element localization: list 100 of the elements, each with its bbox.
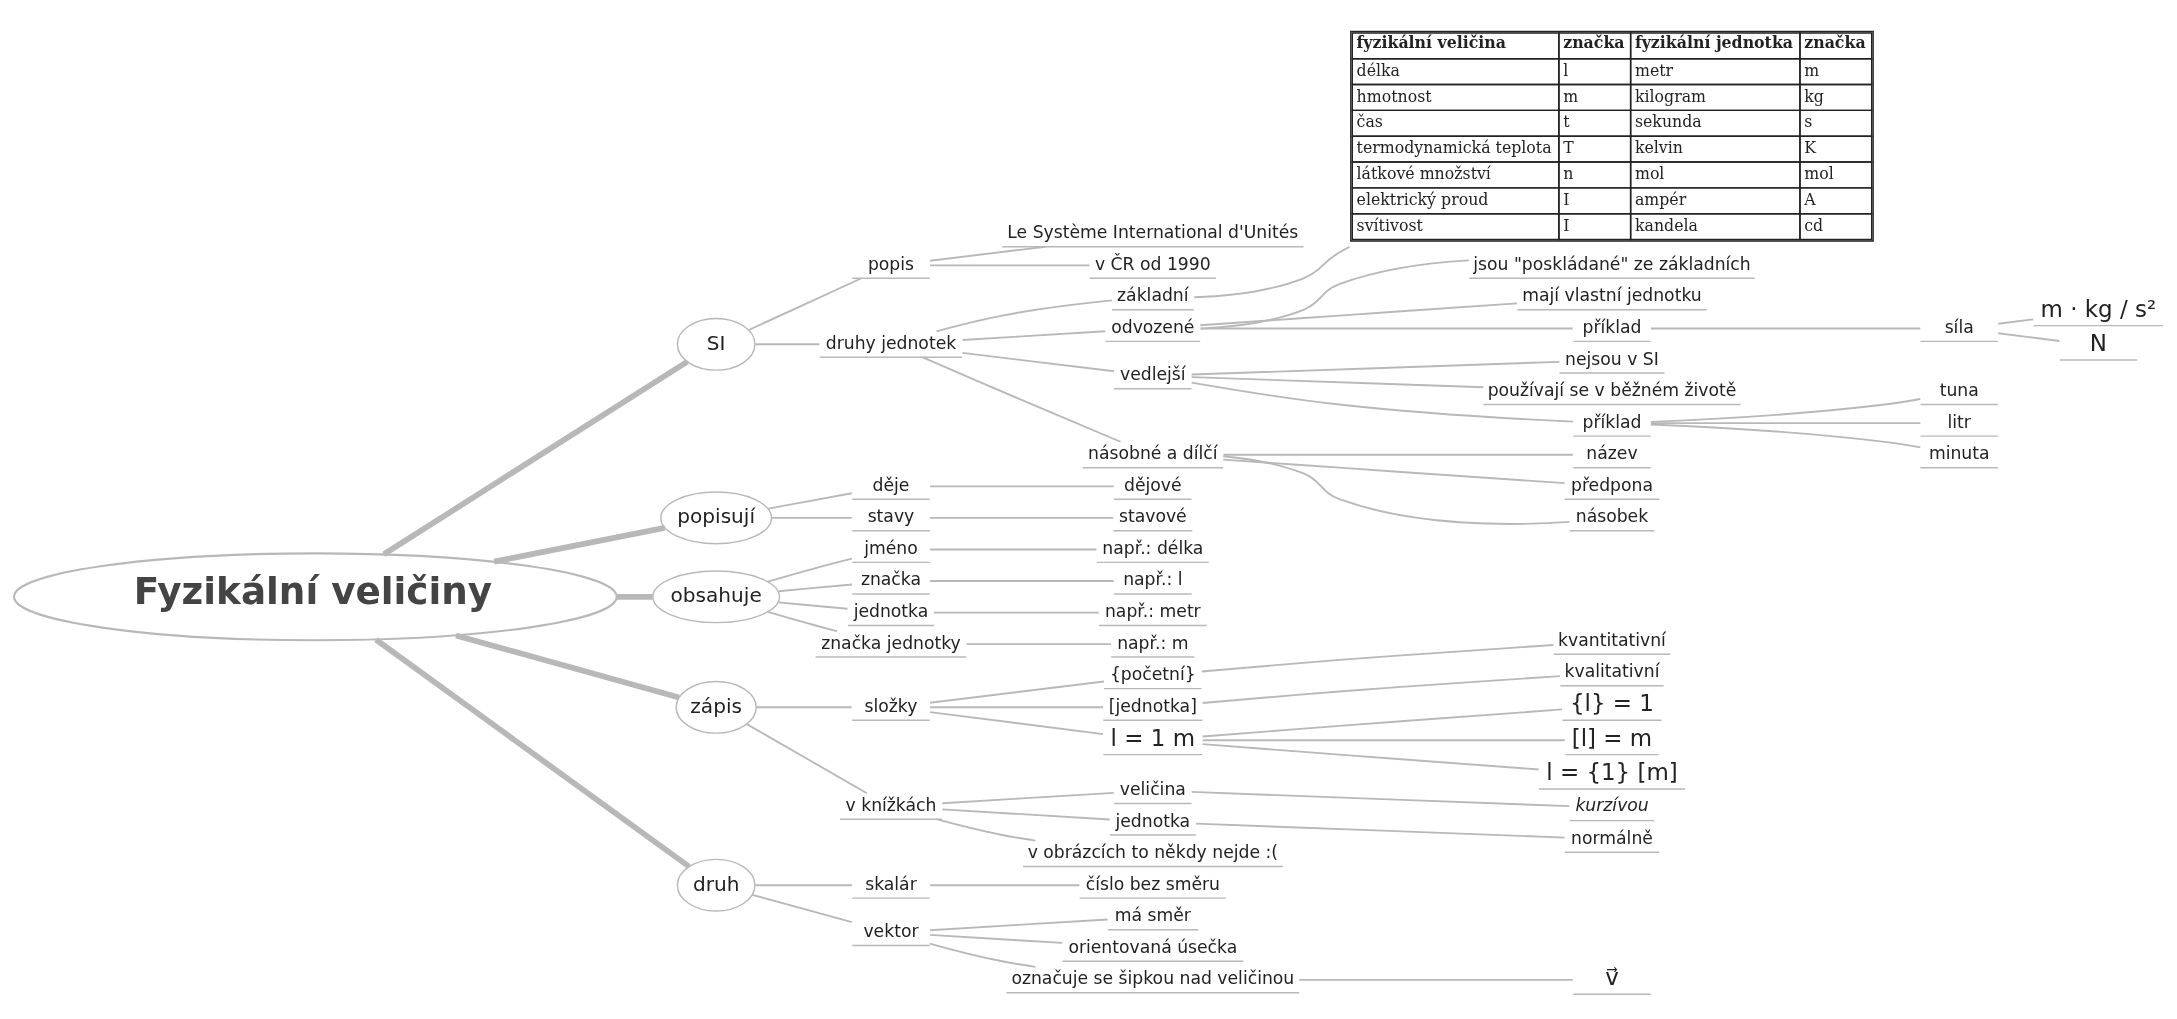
node-text: m · kg / s² xyxy=(2040,295,2157,322)
node-text: l = 1 m xyxy=(1110,724,1196,751)
node-text: veličina xyxy=(1119,778,1186,799)
connector xyxy=(1650,327,1922,329)
connector xyxy=(766,557,853,583)
connector xyxy=(751,893,853,923)
node-ellipse: popisují xyxy=(660,490,773,544)
connector xyxy=(755,705,853,708)
connector xyxy=(1190,381,1575,423)
node-text: kurzívou xyxy=(1575,794,1649,815)
connector xyxy=(929,579,1115,582)
connector xyxy=(941,791,1115,804)
connector xyxy=(382,358,689,557)
connector xyxy=(1222,454,1571,525)
node-text: síla xyxy=(1944,316,1974,337)
connector xyxy=(1650,421,1922,424)
connector xyxy=(1222,453,1574,456)
connector xyxy=(1201,742,1540,770)
node-text: tuna xyxy=(1939,379,1979,400)
connector xyxy=(1199,301,1518,326)
node-text: např.: m xyxy=(1117,632,1189,653)
connector xyxy=(929,245,1047,262)
connector xyxy=(929,516,1115,519)
node-ellipse: zápis xyxy=(675,680,757,734)
connector xyxy=(1201,707,1563,737)
node-text: kvantitativní xyxy=(1558,629,1666,650)
connector xyxy=(929,710,1105,735)
node-text: jednotka xyxy=(1115,810,1191,831)
connector xyxy=(1649,423,1922,448)
connector xyxy=(1298,978,1574,981)
node-text: násobek xyxy=(1575,505,1649,526)
connector xyxy=(929,680,1105,704)
node-text: litr xyxy=(1947,411,1971,432)
connector xyxy=(929,883,1081,886)
connector xyxy=(374,636,691,869)
connector xyxy=(929,263,1091,266)
connector xyxy=(1997,317,2035,325)
connector xyxy=(616,593,653,600)
node-text: druhy jednotek xyxy=(825,332,957,353)
connector xyxy=(1201,674,1561,704)
connector xyxy=(961,351,1115,372)
connector xyxy=(929,918,1109,931)
connector xyxy=(1201,738,1566,741)
connector xyxy=(455,632,680,700)
node-text: značka xyxy=(860,568,922,589)
connector xyxy=(1193,245,1351,298)
node-text: násobné a dílčí xyxy=(1088,442,1218,463)
node-text: předpona xyxy=(1570,474,1653,495)
connector xyxy=(767,491,853,510)
node-text: [jednotka] xyxy=(1108,695,1197,716)
connector xyxy=(929,548,1098,550)
connector xyxy=(1190,360,1561,375)
node-text: N xyxy=(2089,329,2107,356)
connector xyxy=(928,942,1037,968)
connector xyxy=(1190,790,1571,807)
node-ellipse: druh xyxy=(676,858,756,912)
node-text: mají vlastní jednotku xyxy=(1522,284,1702,305)
connector xyxy=(965,642,1112,645)
connector xyxy=(1649,397,1922,423)
node-text: např.: délka xyxy=(1102,537,1204,558)
node-text: popis xyxy=(867,253,915,274)
node-text: příklad xyxy=(1582,411,1642,432)
node-text: vedlejší xyxy=(1120,363,1186,384)
node-text: používají se v běžném životě xyxy=(1487,379,1737,400)
node-text: číslo bez směru xyxy=(1085,873,1220,894)
node-text: v⃗ xyxy=(1605,963,1619,990)
connector xyxy=(935,817,1037,842)
node-text: v knížkách xyxy=(845,794,937,815)
node-text: kvalitativní xyxy=(1564,660,1660,681)
node-text: [l] = m xyxy=(1571,724,1653,751)
connector xyxy=(921,355,1122,443)
node-text: orientovaná úsečka xyxy=(1068,936,1238,957)
connector xyxy=(935,299,1113,332)
node-text: jsou "poskládané" ze základních xyxy=(1473,253,1751,274)
node-text: {l} = 1 xyxy=(1570,689,1654,716)
connector xyxy=(754,883,853,886)
node-ellipse: Fyzikální veličiny xyxy=(12,551,618,641)
connector xyxy=(777,601,849,610)
node-text: složky xyxy=(864,695,918,716)
node-ellipse: obsahuje xyxy=(652,569,781,623)
node-text: má směr xyxy=(1114,904,1191,925)
node-text: stavové xyxy=(1118,505,1187,526)
node-text: děje xyxy=(872,474,910,495)
connector xyxy=(754,342,821,345)
node-text: Le Système International d'Unités xyxy=(1007,221,1299,242)
connector xyxy=(1195,822,1566,838)
node-text: jméno xyxy=(864,537,918,558)
node-text: označuje se šipkou nad veličinou xyxy=(1011,967,1295,988)
connector xyxy=(1997,331,2061,342)
node-text: název xyxy=(1586,442,1638,463)
node-text: např.: l xyxy=(1123,568,1183,589)
node-text: příklad xyxy=(1582,316,1642,337)
node-text: vektor xyxy=(863,920,919,941)
node-text: dějové xyxy=(1124,474,1182,495)
connector xyxy=(941,807,1111,820)
connector xyxy=(766,610,838,632)
node-ellipse: SI xyxy=(676,317,756,371)
connector xyxy=(1222,458,1566,484)
connector xyxy=(929,933,1064,944)
connector xyxy=(745,722,868,794)
